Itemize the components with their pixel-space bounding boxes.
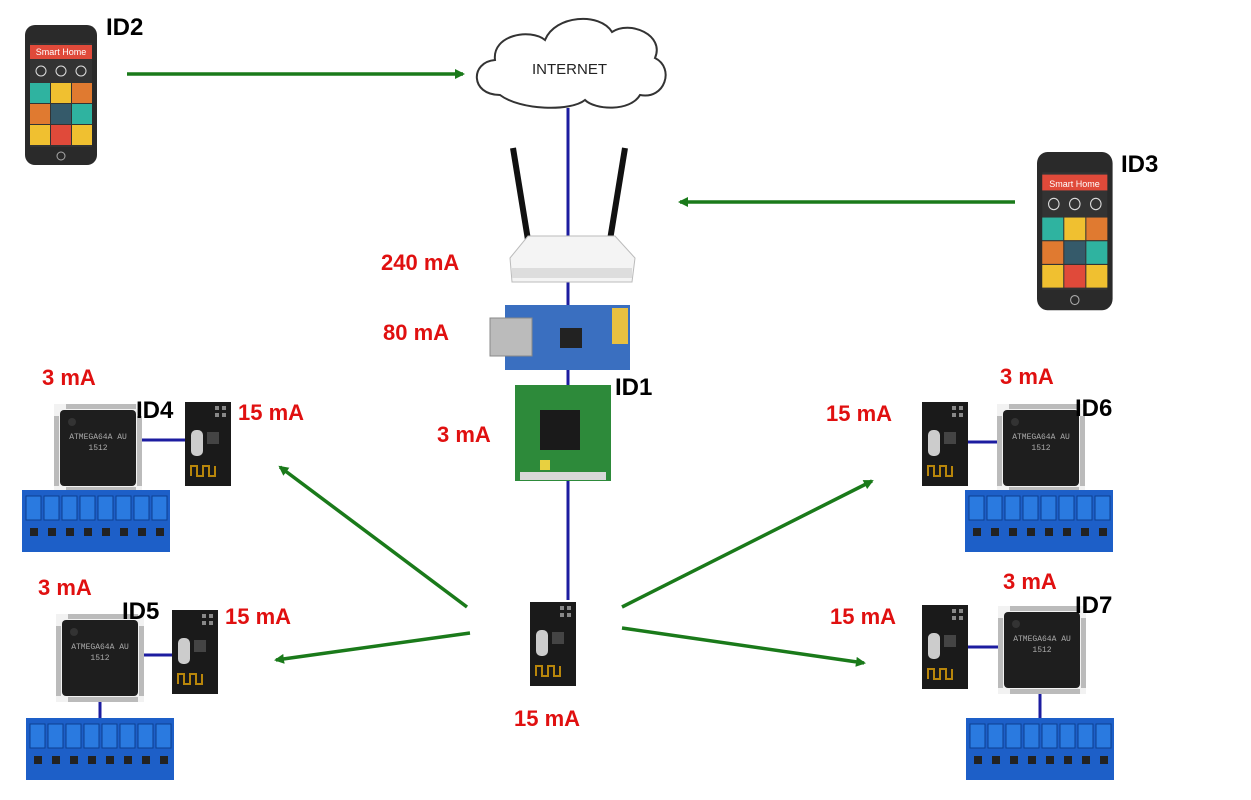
router-current-label: 240 mA <box>381 250 460 275</box>
id6-radio-module <box>921 401 969 487</box>
arrow-hub-to-id7 <box>621 626 866 667</box>
id7-label: ID7 <box>1075 592 1113 619</box>
internet-cloud <box>475 17 667 109</box>
id5-radio-current: 15 mA <box>225 604 292 629</box>
id2-label: ID2 <box>106 14 144 41</box>
wifi-router <box>509 147 636 283</box>
id4-radio-current: 15 mA <box>238 400 305 425</box>
id7-chip-marking: ATMEGA64A AU 1512 <box>1013 635 1071 655</box>
id5-relay-board <box>25 717 175 781</box>
arrow-hub-to-id5 <box>274 631 471 664</box>
id6-chip-marking: ATMEGA64A AU 1512 <box>1012 433 1070 453</box>
id4-radio-module <box>184 401 232 487</box>
id5-mcu-current: 3 mA <box>38 575 92 600</box>
id4-chip-marking: ATMEGA64A AU 1512 <box>69 433 127 453</box>
id6-mcu-current: 3 mA <box>1000 364 1054 389</box>
arrow-hub-to-id6 <box>621 479 874 609</box>
wireless-arrows <box>127 69 1015 667</box>
id5-radio-module <box>171 609 219 695</box>
id6-label: ID6 <box>1075 395 1113 422</box>
arrow-hub-to-id4 <box>278 465 469 609</box>
ethernet-current-label: 80 mA <box>383 320 450 345</box>
mcu-current-label: 3 mA <box>437 422 491 447</box>
id6-relay-board <box>964 489 1114 553</box>
id3-app-title: Smart Home <box>1049 179 1100 189</box>
id5-label: ID5 <box>122 598 160 625</box>
id6-radio-current: 15 mA <box>826 401 893 426</box>
id4-relay-board <box>21 489 171 553</box>
hub-radio-module <box>529 601 577 687</box>
id2-app-title: Smart Home <box>35 47 87 57</box>
id7-mcu-current: 3 mA <box>1003 569 1057 594</box>
hub-radio-current-label: 15 mA <box>514 706 581 731</box>
internet-label: INTERNET <box>532 61 607 78</box>
id7-radio-module <box>921 604 969 690</box>
mcu-board <box>515 385 611 481</box>
id4-mcu-current: 3 mA <box>42 365 96 390</box>
id7-relay-board <box>965 717 1115 781</box>
id7-radio-current: 15 mA <box>830 604 897 629</box>
id4-label: ID4 <box>136 397 174 424</box>
id3-label: ID3 <box>1121 151 1159 178</box>
id1-label: ID1 <box>615 374 653 401</box>
id5-chip-marking: ATMEGA64A AU 1512 <box>71 643 129 663</box>
ethernet-module <box>489 305 630 370</box>
